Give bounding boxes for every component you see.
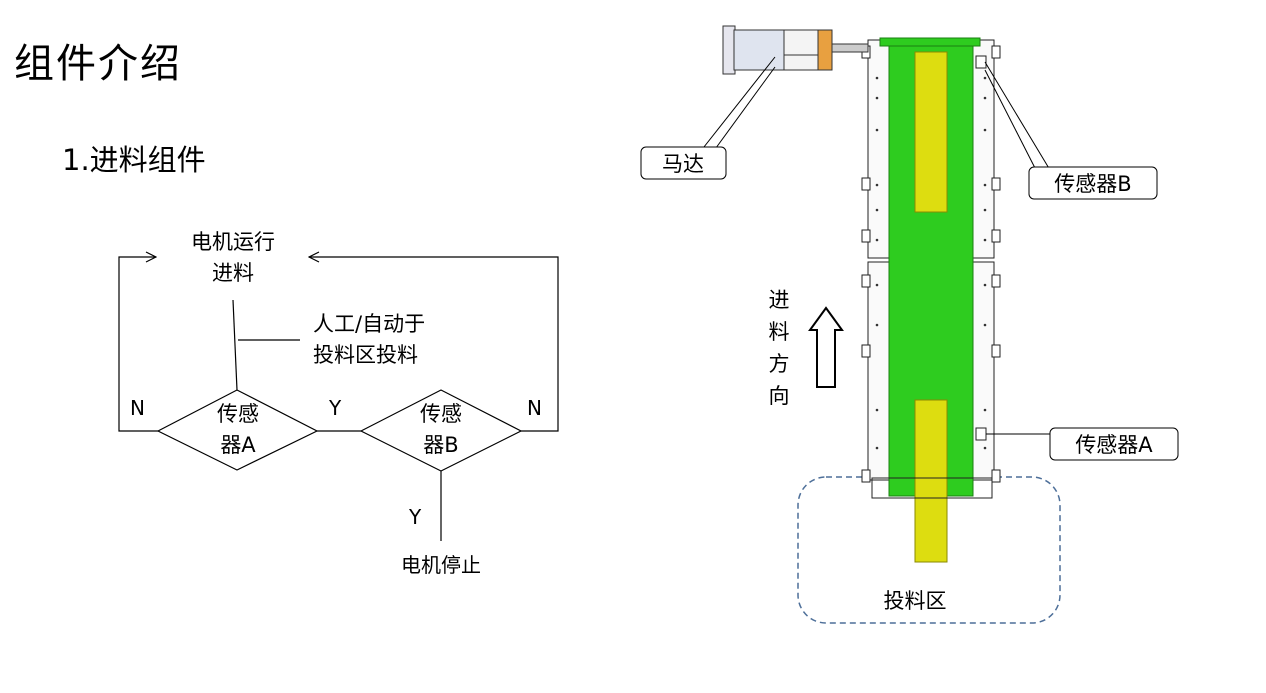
direction-char-3: 方 [769,352,790,376]
page-title: 组件介绍 [14,41,182,87]
sensor-b-callout-box [1028,166,1158,200]
start-label-line2: 进料 [212,261,254,285]
bottom-roller [871,477,993,499]
note-line2: 投料区投料 [313,343,418,367]
right-frame-top [971,39,995,259]
sensor-b-callout-leader-2 [984,69,1037,171]
motor-callout-box [640,146,727,180]
motor-callout-leader-2 [712,66,776,153]
motor-label: 马达 [662,152,704,176]
decision-b-line2: 器B [423,433,458,457]
left-frame-bottom [867,261,891,481]
motor [722,25,869,75]
label-n-left: N [130,396,145,420]
belt-top-edge [879,37,981,47]
note-line1: 人工/自动于 [313,312,425,336]
sensor-a-label: 传感器A [1075,433,1153,457]
start-to-a-connector [232,299,238,391]
sensor-b-callout-leader [984,61,1051,171]
frame-mounting-tabs [861,45,1001,483]
label-n-right: N [527,396,542,420]
end-label: 电机停止 [401,553,481,577]
right-frame-bottom [971,261,995,481]
decision-a-diamond [156,389,319,471]
section-title: 1.进料组件 [62,143,206,177]
sensor-a-callout-box [1049,427,1179,461]
feed-direction-text: 进 料 方 向 [769,288,790,408]
left-frame-top [867,39,891,259]
start-label-line1: 电机运行 [191,230,275,254]
direction-char-1: 进 [769,288,790,312]
loop-left-connector [118,257,158,432]
flowchart: 电机运行 进料 人工/自动于 投料区投料 传感 器A 传感 器B N Y N Y… [118,230,559,577]
frame-holes [875,76,987,450]
material-pad-top [914,51,948,213]
decision-b-line1: 传感 [420,402,462,426]
material-pad-bottom [914,399,948,563]
decision-a-line1: 传感 [217,402,259,426]
loop-right-connector [309,257,559,432]
direction-char-2: 料 [769,320,790,344]
decision-a-line2: 器A [220,433,256,457]
feed-direction-arrow [808,306,844,388]
sensor-a [975,427,987,441]
label-y-mid: Y [328,396,342,420]
feed-zone-label: 投料区 [884,589,947,613]
decision-b-diamond [359,389,523,472]
conveyor-drawing: 马达 传感器B 传感器A 进 料 方 向 投料区 [640,25,1179,624]
sensor-b-label: 传感器B [1054,172,1131,196]
motor-callout-leader [699,56,776,153]
direction-char-4: 向 [769,384,790,408]
sensor-b [975,55,987,69]
label-y-down: Y [408,505,422,529]
